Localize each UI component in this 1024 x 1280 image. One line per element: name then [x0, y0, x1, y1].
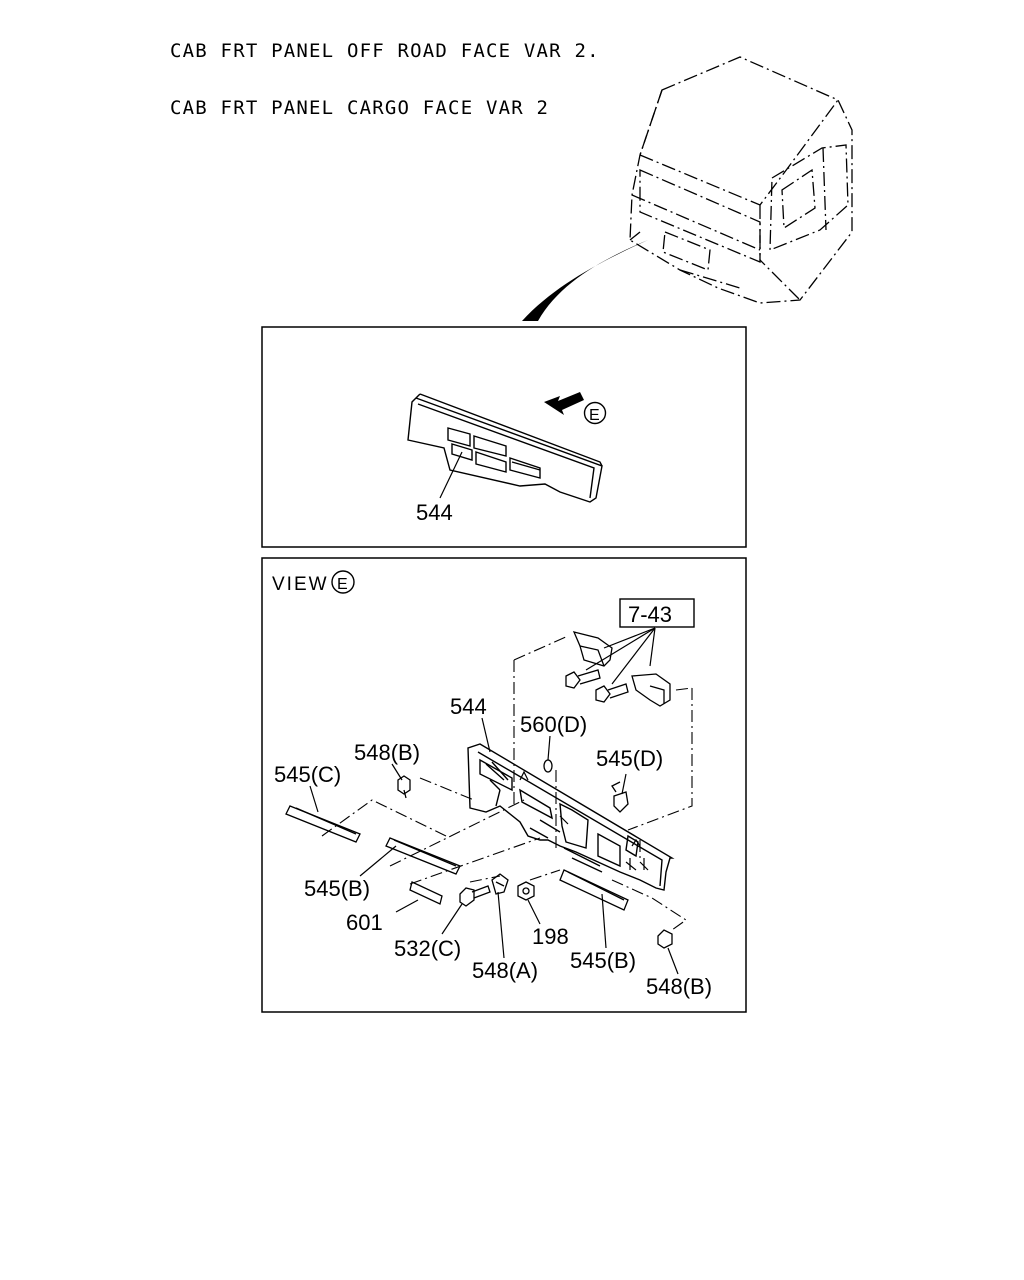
- ref-box-7-43: [619, 598, 695, 628]
- bolt-right: [595, 683, 629, 703]
- molding-601: [409, 881, 443, 905]
- cab-outline: [629, 56, 853, 304]
- callout-532c: 532(C): [394, 936, 461, 961]
- bolt-left: [565, 669, 601, 689]
- clip-545d: [611, 781, 629, 813]
- molding-545b-left: [385, 837, 461, 875]
- callout-601: 601: [346, 910, 383, 935]
- bracket-left: [572, 631, 613, 667]
- panel-marks: [519, 770, 649, 871]
- view-title-circle: [331, 570, 355, 594]
- callout-548b-bottom: 548(B): [646, 974, 712, 999]
- molding-545c: [285, 805, 361, 843]
- title-line-1: CAB FRT PANEL OFF ROAD FACE VAR 2.: [170, 40, 600, 62]
- bracket-right: [631, 673, 671, 707]
- ref-box-leaders: [585, 627, 656, 685]
- view-arrow: [544, 392, 607, 425]
- callout-545b-right: 545(B): [570, 948, 636, 973]
- callout-198: 198: [532, 924, 569, 949]
- diagram-title: CAB FRT PANEL OFF ROAD FACE VAR 2. CAB F…: [170, 4, 600, 137]
- front-panel-544: [407, 393, 603, 503]
- panel-544-view: [467, 743, 675, 891]
- callout-560d: 560(D): [520, 712, 587, 737]
- clip-548b-bottom: [657, 929, 673, 949]
- callout-544: 544: [450, 694, 487, 719]
- molding-545b-right: [559, 869, 629, 911]
- label-544-top: 544: [416, 500, 453, 525]
- assembly-lines: [321, 635, 693, 931]
- clip-548b-top: [397, 775, 411, 799]
- callout-548a: 548(A): [472, 958, 538, 983]
- title-line-2: CAB FRT PANEL CARGO FACE VAR 2: [170, 97, 550, 119]
- callout-545c: 545(C): [274, 762, 341, 787]
- nut-198: [517, 881, 535, 901]
- callout-548b-top: 548(B): [354, 740, 420, 765]
- bolt-532c: [459, 885, 491, 907]
- clip-548a: [491, 873, 509, 895]
- callout-545b-left: 545(B): [304, 876, 370, 901]
- callout-545d: 545(D): [596, 746, 663, 771]
- callout-leaders: [309, 717, 679, 975]
- detail-leader: [522, 240, 648, 321]
- detail-box-view: [261, 557, 747, 1013]
- view-marker-e: E: [589, 407, 600, 424]
- ref-box-label: 7-43: [628, 602, 672, 627]
- view-title: VIEW: [272, 574, 329, 595]
- detail-box-top: [261, 326, 747, 548]
- view-title-marker: E: [337, 576, 348, 593]
- leader-544-top: [439, 451, 463, 499]
- clip-560d: [543, 759, 553, 773]
